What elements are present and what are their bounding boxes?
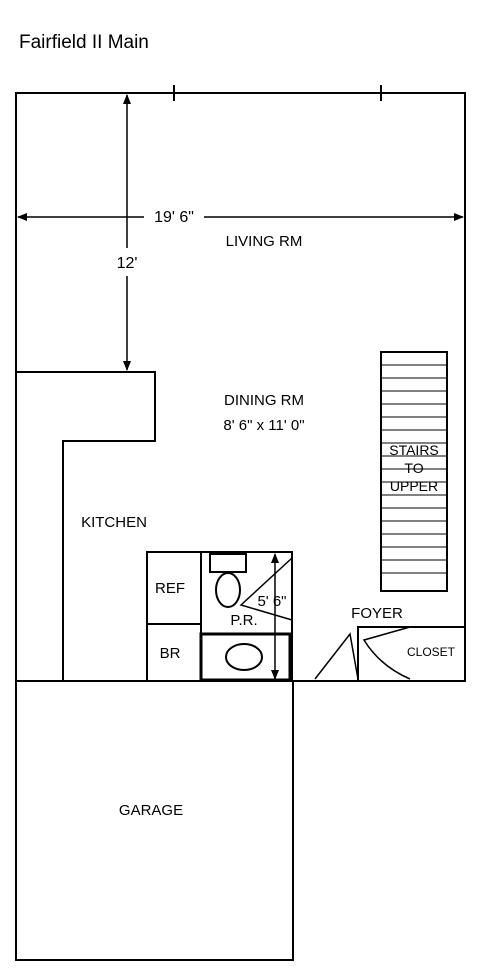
exterior-wall bbox=[15, 92, 466, 682]
closet-label: CLOSET bbox=[407, 645, 456, 659]
door-swing bbox=[239, 557, 293, 621]
width-dimension-label: 19' 6" bbox=[154, 209, 194, 226]
powder-room-label: P.R. bbox=[230, 612, 257, 629]
sink-icon bbox=[225, 643, 263, 671]
depth-dimension-label: 12' bbox=[117, 255, 138, 272]
vanity bbox=[199, 632, 292, 682]
kitchen-counter bbox=[16, 371, 156, 681]
foyer-label: FOYER bbox=[351, 605, 403, 622]
closet-door-swing bbox=[362, 626, 411, 680]
stair-treads bbox=[381, 364, 447, 574]
plan-title: Fairfield II Main bbox=[19, 32, 149, 53]
living-room-label: LIVING RM bbox=[226, 233, 303, 250]
stairs-label-line: UPPER bbox=[390, 478, 438, 494]
kitchen-label: KITCHEN bbox=[81, 514, 147, 531]
stairs-label-line: TO bbox=[404, 460, 423, 476]
stairs-label-line: STAIRS bbox=[389, 442, 439, 458]
stairs bbox=[380, 351, 448, 592]
dining-room-size: 8' 6" x 11' 0" bbox=[223, 417, 304, 434]
garage-walls bbox=[15, 681, 294, 961]
refrigerator-label: REF bbox=[155, 580, 185, 597]
toilet-bowl-icon bbox=[215, 572, 241, 608]
closet-walls bbox=[357, 626, 465, 681]
powder-room-dimension-label: 5' 6" bbox=[257, 593, 286, 610]
broom-closet-label: BR bbox=[160, 645, 181, 662]
garage-label: GARAGE bbox=[119, 802, 183, 819]
front-door-swing bbox=[314, 632, 359, 680]
toilet-tank bbox=[209, 553, 247, 573]
dining-room-label: DINING RM bbox=[224, 392, 304, 409]
powder-room-walls bbox=[201, 551, 293, 681]
